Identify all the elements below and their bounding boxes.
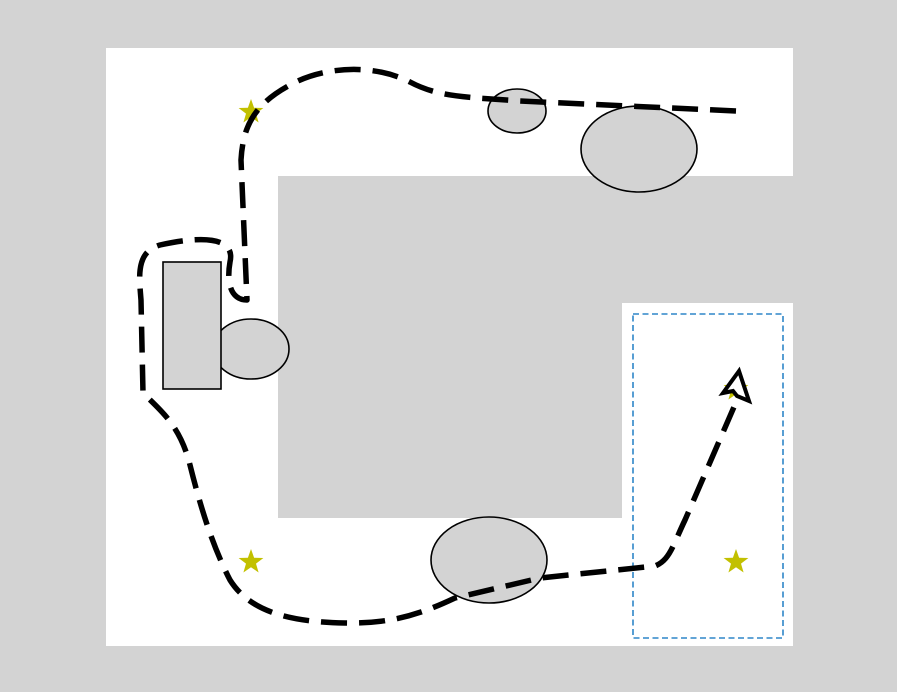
arrowhead-icon: [718, 366, 753, 405]
obstacle-ellipse-top-small: [487, 88, 547, 134]
star-icon: [723, 549, 749, 573]
robot-trajectory: [136, 66, 740, 626]
obstacle-rectangle: [162, 261, 222, 390]
obstacle-ellipse-top-large: [580, 105, 698, 193]
star-icon: [238, 99, 264, 123]
star-icon: [238, 549, 264, 573]
obstacle-ellipse-left: [212, 318, 290, 380]
free-space-region: [106, 48, 793, 646]
